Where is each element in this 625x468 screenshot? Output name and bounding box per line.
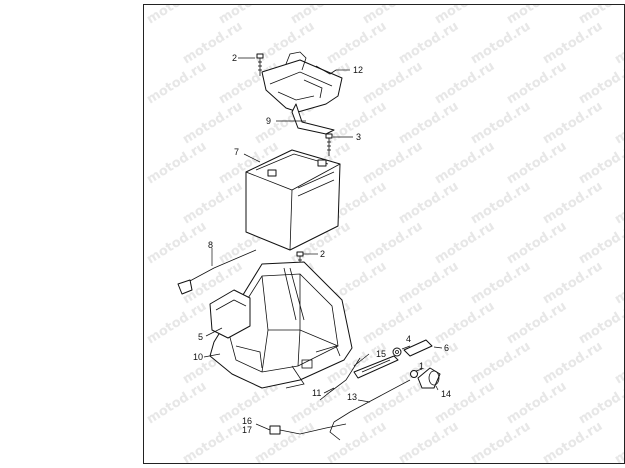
watermark-text: motod.ru [468, 19, 533, 68]
watermark-text: motod.ru [288, 0, 353, 27]
watermark-text: motod.ru [504, 299, 569, 348]
watermark-text: motod.ru [324, 19, 389, 68]
watermark-text: motod.ru [576, 299, 625, 348]
watermark-text: motod.ru [360, 299, 425, 348]
watermark-text: motod.ru [432, 299, 497, 348]
watermark-text: motod.ru [576, 59, 625, 108]
watermark-text: motod.ru [288, 379, 353, 428]
battery-bolt [325, 133, 333, 156]
watermark-text: motod.ru [612, 259, 625, 308]
watermark-text: motod.ru [612, 339, 625, 388]
leader-lines [203, 57, 443, 431]
watermark-text: motod.ru [180, 179, 245, 228]
watermark-text: motod.ru [504, 139, 569, 188]
washer [410, 370, 418, 378]
watermark-text: motod.ru [540, 99, 605, 148]
watermark-text: motod.ru [432, 379, 497, 428]
watermark-text: motod.ru [360, 139, 425, 188]
watermark-text: motod.ru [180, 99, 245, 148]
callout-10: 10 [193, 352, 203, 362]
watermark-text: motod.ru [612, 99, 625, 148]
watermark-text: motod.ru [396, 419, 461, 468]
watermark-text: motod.ru [504, 219, 569, 268]
watermark-text: motod.ru [396, 259, 461, 308]
terminal-boot [417, 367, 441, 389]
watermark-text: motod.ru [468, 179, 533, 228]
callout-12: 12 [353, 65, 363, 75]
watermark-text: motod.ru [144, 379, 209, 428]
watermark-text: motod.ru [540, 339, 605, 388]
watermark-text: motod.ru [576, 0, 625, 27]
watermark-text: motod.ru [612, 179, 625, 228]
watermark-text: motod.ru [504, 59, 569, 108]
diagram-frame [143, 4, 625, 464]
watermark-text: motod.ru [468, 339, 533, 388]
positive-cable [329, 379, 411, 441]
callout-5: 5 [198, 332, 203, 342]
watermark-text: motod.ru [396, 179, 461, 228]
callout-labels: 2 12 9 3 7 8 2 5 10 15 4 6 1 11 13 14 16… [193, 53, 451, 435]
watermark-text: motod.ru [612, 19, 625, 68]
terminal-retainer [353, 355, 399, 379]
watermark-text: motod.ru [360, 0, 425, 27]
watermark-text: motod.ru [360, 219, 425, 268]
watermark-text: motod.ru [432, 59, 497, 108]
bracket-bolt [256, 53, 264, 76]
watermark-text: motod.ru [576, 379, 625, 428]
watermark-text: motod.ru [144, 139, 209, 188]
watermark-text: motod.ru [540, 19, 605, 68]
watermark-text: motod.ru [180, 419, 245, 468]
battery-tray [209, 261, 353, 389]
watermark-text: motod.ru [540, 259, 605, 308]
terminal-nut [392, 347, 402, 357]
callout-11: 11 [312, 388, 321, 398]
callout-2-upper: 2 [232, 53, 237, 63]
callout-4: 4 [406, 334, 411, 344]
watermark-text: motod.ru [468, 419, 533, 468]
watermark-text: motod.ru [432, 139, 497, 188]
watermark-text: motod.ru [252, 19, 317, 68]
callout-17: 17 [242, 425, 252, 435]
watermark-text: motod.ru [540, 179, 605, 228]
callout-15: 15 [376, 349, 386, 359]
callout-9: 9 [266, 116, 271, 126]
callout-16: 16 [242, 416, 252, 426]
watermark-text: motod.ru [360, 379, 425, 428]
callout-6: 6 [444, 343, 449, 353]
watermark-text: motod.ru [216, 0, 281, 27]
watermark-text: motod.ru [252, 419, 317, 468]
terminal-cover [403, 339, 433, 357]
watermark-text: motod.ru [432, 0, 497, 27]
watermark-text: motod.ru [396, 19, 461, 68]
callout-2-lower: 2 [320, 249, 325, 259]
watermark-text: motod.ru [468, 99, 533, 148]
negative-cable [319, 357, 361, 401]
watermark-text: motod.ru [576, 139, 625, 188]
callout-7: 7 [234, 147, 239, 157]
watermark-text: motod.ru [144, 59, 209, 108]
battery [245, 149, 341, 251]
watermark-text: motod.ru [396, 99, 461, 148]
vent-hose [177, 249, 257, 295]
callout-14: 14 [441, 389, 451, 399]
watermark-text: motod.ru [432, 219, 497, 268]
watermark-text: motod.ru [468, 259, 533, 308]
watermark-text: motod.ru [576, 219, 625, 268]
watermark-text: motod.ru [144, 0, 209, 27]
callout-8: 8 [208, 240, 213, 250]
watermark-text: motod.ru [360, 59, 425, 108]
watermark-text: motod.ru [144, 219, 209, 268]
watermark-text: motod.ru [504, 379, 569, 428]
callout-13: 13 [347, 392, 357, 402]
callout-3: 3 [356, 132, 361, 142]
watermark-text: motod.ru [612, 419, 625, 468]
watermark-text: motod.ru [540, 419, 605, 468]
watermark-text: motod.ru [504, 0, 569, 27]
callout-1: 1 [419, 361, 424, 371]
